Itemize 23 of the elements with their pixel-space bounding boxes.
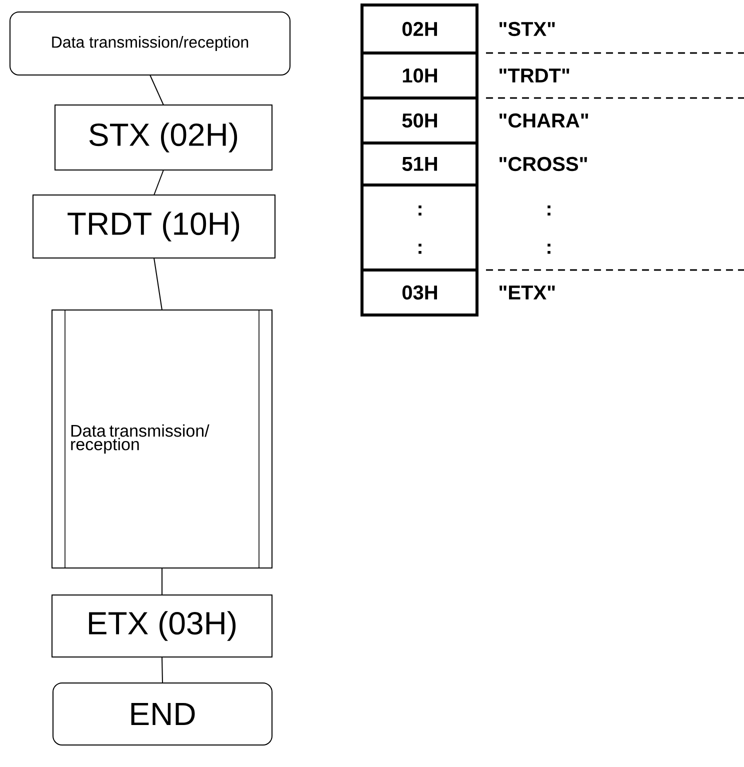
table-cell: "STX" bbox=[500, 22, 555, 36]
connector-line bbox=[154, 170, 164, 196]
table-cell: "ETX" bbox=[500, 286, 555, 300]
table-cell: : bbox=[548, 244, 550, 254]
connector-line bbox=[154, 258, 162, 310]
table-cell: : bbox=[548, 205, 550, 216]
table-cell: 02H bbox=[360, 4, 478, 54]
process-box: TRDT (10H) bbox=[32, 194, 276, 258]
predefined-process-box: Data transmission/ reception bbox=[52, 310, 272, 568]
connector-line bbox=[150, 74, 164, 106]
process-box: ETX (03H) bbox=[52, 594, 272, 658]
table-cell: "CROSS" bbox=[500, 156, 587, 172]
table-cell: "TRDT" bbox=[500, 68, 570, 82]
table-cell: : : bbox=[360, 184, 478, 272]
terminal-box: END bbox=[52, 682, 272, 746]
table-cell: 10H bbox=[360, 52, 478, 100]
table-cell: "CHARA" bbox=[500, 113, 588, 128]
table-cell: 50H bbox=[360, 96, 478, 144]
terminal-box: Data transmission/reception bbox=[10, 12, 290, 76]
table-cell: 03H bbox=[360, 268, 478, 316]
connector-line bbox=[162, 656, 163, 684]
process-box: STX (02H) bbox=[54, 104, 272, 170]
table-cell: 51H bbox=[360, 142, 478, 186]
